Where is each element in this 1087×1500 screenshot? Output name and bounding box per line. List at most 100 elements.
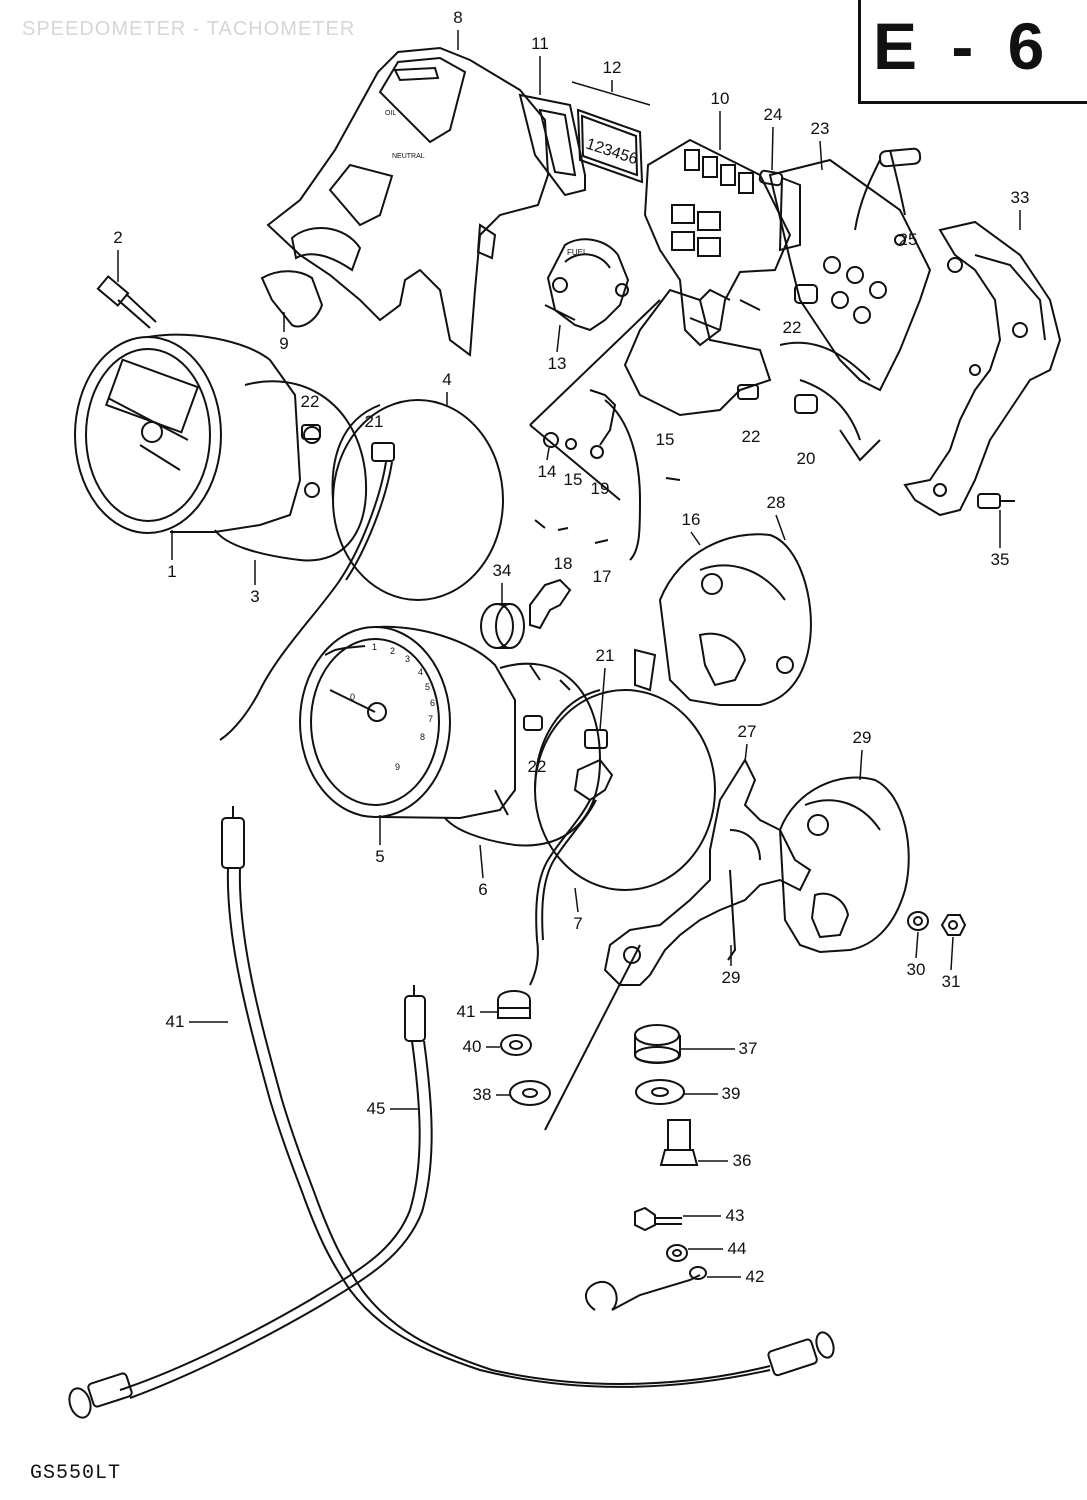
callout-40: 41 (456, 1002, 476, 1021)
dial-number: 9 (395, 762, 400, 772)
callout-22-right: 22 (741, 427, 761, 446)
meter-cover-4 (331, 399, 504, 601)
bracket-26 (603, 757, 812, 986)
dial-number: 6 (430, 698, 435, 708)
washer-37 (509, 1080, 551, 1106)
bolt-43 (634, 1206, 682, 1232)
wiring-harness-23 (768, 147, 932, 462)
dial-number: 0 (350, 692, 355, 702)
callout-45: 45 (366, 1099, 386, 1118)
model-code: GS550LT (30, 1462, 122, 1485)
screw-15b (665, 477, 681, 481)
bolt-35 (659, 1119, 699, 1166)
diagram-title: SPEEDOMETER - TACHOMETER (22, 18, 356, 40)
bezel-11 (518, 93, 586, 197)
bulb-22-lower (523, 715, 543, 731)
callout-43: 43 (725, 1206, 745, 1225)
screw-25 (894, 234, 906, 246)
cap-nut-40 (497, 990, 531, 1019)
indicator-label-oil: OIL (385, 110, 396, 117)
callout-29: 29 (721, 968, 741, 987)
callout-17: 17 (592, 567, 612, 586)
washer-39 (500, 1034, 532, 1056)
screw-34 (977, 493, 1015, 509)
meter-housing-lower (623, 288, 772, 417)
speedometer-1 (74, 333, 302, 534)
callout-22-top: 22 (782, 318, 802, 337)
callout-22-lower: 22 (527, 757, 547, 776)
callout-38: 39 (721, 1084, 741, 1103)
callout-44: 44 (727, 1239, 747, 1258)
dial-number: 3 (405, 654, 410, 664)
bulb-22-top (794, 284, 818, 304)
page-code-box: E - 6 (858, 0, 1087, 104)
callout-15-right: 15 (655, 430, 675, 449)
callout-9: 9 (279, 334, 289, 353)
fuel-gauge-label: FUEL (567, 248, 588, 257)
grommet-33 (480, 603, 525, 649)
dial-number: 7 (428, 714, 433, 724)
callout-27: 28 (766, 493, 786, 512)
callout-37: 38 (472, 1085, 492, 1104)
callout-24: 24 (763, 105, 783, 124)
cable-45 (68, 985, 433, 1419)
callout-35: 36 (732, 1151, 752, 1170)
clip-18a (534, 519, 546, 529)
callout-26: 27 (737, 722, 757, 741)
callout-4: 4 (442, 370, 452, 389)
callout-14: 14 (537, 462, 557, 481)
callout-25: 25 (898, 230, 918, 249)
meter-cover-7 (534, 648, 716, 891)
screw-15 (565, 438, 577, 450)
bulb-22-upper (301, 424, 321, 440)
callout-31: 31 (941, 972, 961, 991)
dial-number: 4 (418, 667, 423, 677)
callout-18: 18 (553, 554, 573, 573)
callout-8: 8 (453, 8, 463, 27)
bracket-stay-29 (727, 869, 737, 961)
callout-1: 1 (167, 562, 177, 581)
callout-36: 37 (738, 1039, 758, 1058)
callout-16: 16 (681, 510, 701, 529)
bulb-20 (794, 394, 818, 414)
callout-5: 5 (375, 847, 385, 866)
callout-13: 13 (547, 354, 567, 373)
callout-42: 42 (745, 1267, 765, 1286)
callout-21-lower: 21 (595, 646, 615, 665)
washer-44 (666, 1244, 688, 1262)
callout-33: 34 (492, 561, 512, 580)
callout-10: 10 (710, 89, 730, 108)
clamp-42 (585, 1266, 707, 1311)
callout-22-upper: 22 (300, 392, 320, 411)
bulb-socket-24 (758, 169, 801, 252)
gear-indicator-12 (576, 108, 644, 184)
dial-number: 2 (390, 646, 395, 656)
fuel-gauge-13 (544, 238, 630, 332)
plate-33b (529, 578, 572, 630)
screw-2 (96, 275, 157, 329)
callout-11: 11 (531, 34, 549, 53)
terminal-19 (590, 445, 604, 459)
callout-34: 35 (990, 550, 1010, 569)
clip-18 (557, 527, 569, 531)
callout-21-upper: 21 (364, 412, 384, 431)
callout-7: 7 (573, 914, 583, 933)
washer-30 (907, 911, 929, 931)
page-code: E - 6 (873, 9, 1053, 83)
meter-back-cover-28 (778, 776, 910, 954)
indicator-housing-10 (643, 138, 792, 347)
nut-31 (940, 914, 967, 936)
meter-cover-upper (266, 46, 550, 357)
bulb-socket-21-lower (529, 729, 614, 986)
clip-17 (594, 539, 609, 544)
cable-41 (221, 806, 835, 1388)
callout-3: 3 (250, 587, 260, 606)
meter-back-cover-16 (658, 533, 812, 706)
callout-32: 33 (1010, 188, 1030, 207)
washer-14 (543, 432, 559, 448)
callout-23: 23 (810, 119, 830, 138)
bracket-32 (903, 220, 1062, 517)
callout-15: 15 (563, 470, 583, 489)
